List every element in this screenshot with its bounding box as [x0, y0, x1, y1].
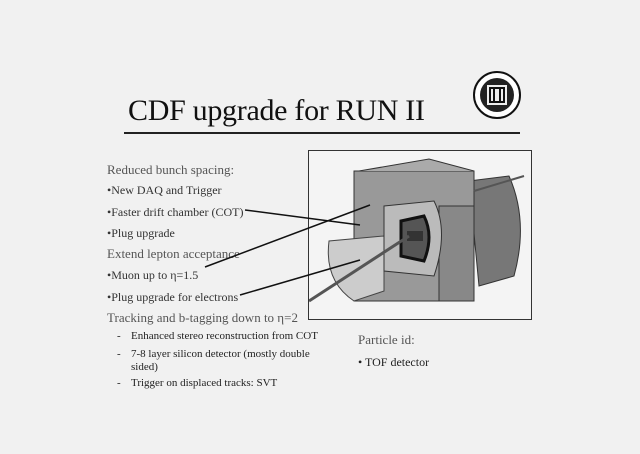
- heading-tracking: Tracking and b-tagging down to η=2: [107, 310, 298, 325]
- list-item: •New DAQ and Trigger: [107, 183, 222, 197]
- list-item: •Faster drift chamber (COT): [107, 205, 244, 219]
- heading-particle-id: Particle id:: [358, 332, 415, 347]
- slide-title: CDF upgrade for RUN II: [128, 94, 425, 127]
- detector-drawing: [308, 158, 525, 303]
- list-item: •Plug upgrade: [107, 226, 175, 240]
- list-item: Enhanced stereo reconstruction from COT: [131, 330, 318, 342]
- detector-diagram: [308, 150, 532, 320]
- bullet-dash: -: [117, 348, 121, 360]
- bullet-dash: -: [117, 330, 121, 342]
- heading-bunch-spacing: Reduced bunch spacing:: [107, 162, 235, 177]
- bullet-dash: -: [117, 377, 121, 389]
- list-item: •Plug upgrade for electrons: [107, 290, 239, 304]
- list-item: Trigger on displaced tracks: SVT: [131, 377, 278, 389]
- cdf-logo-icon: [473, 71, 521, 119]
- heading-lepton-acceptance: Extend lepton acceptance: [107, 246, 240, 261]
- list-item: • TOF detector: [358, 355, 430, 369]
- list-item: •Muon up to η=1.5: [107, 268, 199, 282]
- title-underline: [124, 132, 520, 134]
- list-item: sided): [131, 361, 158, 373]
- list-item: 7-8 layer silicon detector (mostly doubl…: [131, 348, 310, 360]
